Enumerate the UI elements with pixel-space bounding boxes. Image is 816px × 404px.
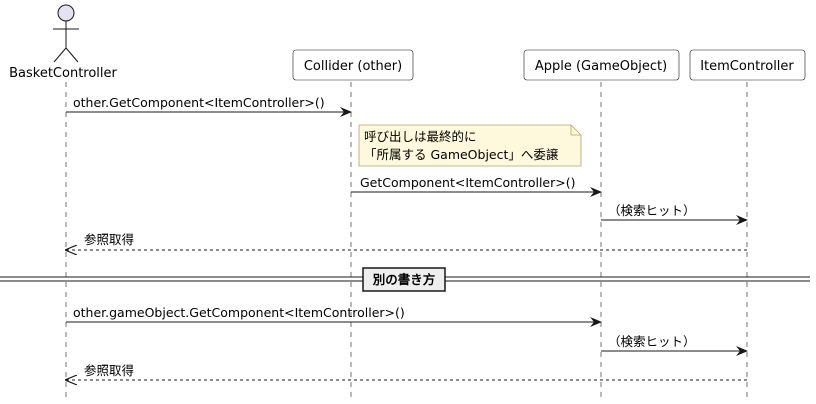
message-5: other.gameObject.GetComponent<ItemContro… (66, 305, 602, 327)
divider: 別の書き方 (0, 267, 810, 292)
actor-basket-controller[interactable]: BasketController (9, 4, 118, 81)
participant-apple[interactable]: Apple (GameObject) (523, 49, 680, 81)
message-2: GetComponent<ItemController>() (351, 175, 602, 197)
participant-collider[interactable]: Collider (other) (292, 49, 414, 81)
participant-label: Collider (other) (304, 59, 402, 74)
participant-box (523, 49, 680, 81)
participant-label: Apple (GameObject) (535, 59, 667, 74)
message-label: （検索ヒット） (608, 203, 696, 218)
divider-label: 別の書き方 (372, 272, 436, 287)
participant-label: ItemController (700, 59, 794, 74)
message-7: 参照取得 (66, 363, 747, 380)
message-label: GetComponent<ItemController>() (360, 175, 576, 190)
divider-label-box (362, 267, 446, 292)
actor-figure-icon (53, 4, 79, 63)
participant-box (689, 49, 806, 81)
message-3: （検索ヒット） (601, 203, 748, 225)
message-label: （検索ヒット） (608, 334, 696, 349)
lifelines (65, 82, 748, 398)
message-4: 参照取得 (66, 232, 747, 250)
note-line-1: 呼び出しは最終的に (364, 129, 477, 144)
message-label: other.GetComponent<ItemController>() (73, 95, 325, 110)
participant-item-controller[interactable]: ItemController (689, 49, 806, 81)
note-box (358, 124, 582, 167)
message-label: 参照取得 (84, 363, 134, 378)
message-6: （検索ヒット） (601, 334, 748, 356)
participant-box (292, 49, 414, 81)
message-1: other.GetComponent<ItemController>() (66, 95, 352, 117)
actor-label: BasketController (9, 66, 117, 81)
message-label: 参照取得 (84, 232, 134, 247)
note: 呼び出しは最終的に 「所属する GameObject」へ委譲 (358, 124, 582, 167)
note-line-2: 「所属する GameObject」へ委譲 (364, 147, 559, 162)
message-label: other.gameObject.GetComponent<ItemContro… (73, 305, 405, 320)
note-fold (570, 125, 581, 136)
